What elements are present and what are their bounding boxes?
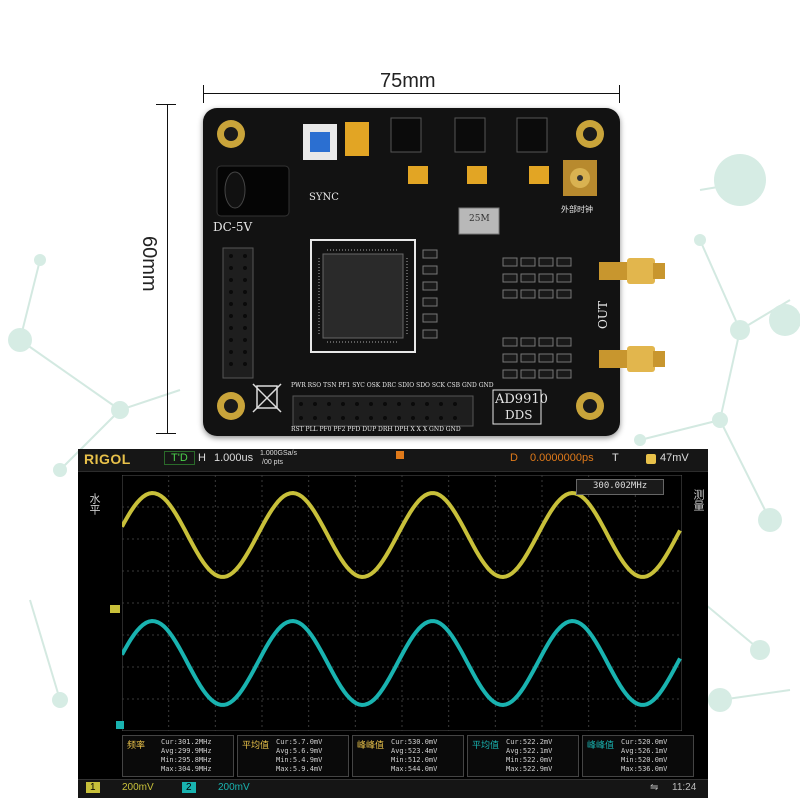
measure-box-1[interactable]: 频率 Cur:301.2MHz Avg:299.9MHz Min:295.8MH… bbox=[122, 735, 234, 777]
oscilloscope-screen: RIGOL T'D H 1.000us 1.000GSa/s /00 pts D… bbox=[78, 449, 708, 798]
clock: 11:24 bbox=[672, 782, 697, 793]
usb-icon: ⇋ bbox=[650, 782, 659, 793]
ch2-marker-icon bbox=[116, 721, 124, 729]
width-tick-right bbox=[619, 85, 620, 103]
ch2-badge[interactable]: 2 bbox=[182, 782, 196, 793]
ch2-scale[interactable]: 200mV bbox=[218, 782, 250, 793]
ch1-badge[interactable]: 1 bbox=[86, 782, 100, 793]
out-label: OUT bbox=[595, 301, 610, 329]
sample-rate: 1.000GSa/s bbox=[260, 450, 297, 457]
brand-logo: RIGOL bbox=[84, 451, 131, 467]
width-dimension-label: 75mm bbox=[380, 70, 436, 92]
trigger-level[interactable]: 47mV bbox=[660, 452, 689, 464]
cursor-readout: 300.002MHz bbox=[593, 481, 648, 491]
channel-1-waveform bbox=[122, 490, 682, 580]
width-dimension-line bbox=[203, 93, 620, 94]
sma-output-top bbox=[599, 258, 669, 284]
ch1-marker-icon bbox=[110, 605, 120, 613]
height-tick-top bbox=[156, 104, 176, 105]
run-mode[interactable]: T'D bbox=[164, 451, 195, 465]
trigger-source-icon bbox=[646, 454, 656, 464]
crystal-label: 25M bbox=[469, 214, 490, 224]
height-tick-bottom bbox=[156, 433, 176, 434]
scope-top-bar: RIGOL T'D H 1.000us 1.000GSa/s /00 pts D… bbox=[78, 449, 708, 472]
measure-box-2[interactable]: 平均值 Cur:5.7.0mV Avg:5.6.9mV Min:5.4.9mV … bbox=[237, 735, 349, 777]
height-dimension-line bbox=[167, 104, 168, 434]
channel-2-waveform bbox=[122, 618, 682, 708]
chip-name-label: AD9910 bbox=[495, 392, 548, 407]
height-dimension-label: 60mm bbox=[138, 236, 160, 292]
measure-box-5[interactable]: 峰峰值 Cur:520.0mV Avg:526.1mV Min:520.0mV … bbox=[582, 735, 694, 777]
waveform-grid bbox=[122, 475, 682, 731]
timebase-value[interactable]: 1.000us bbox=[214, 452, 254, 464]
sync-label: SYNC bbox=[309, 192, 339, 203]
width-tick-left bbox=[203, 85, 204, 103]
horizontal-side-label[interactable]: 水平 bbox=[88, 493, 100, 515]
ch1-scale[interactable]: 200mV bbox=[122, 782, 154, 793]
measure-box-3[interactable]: 峰峰值 Cur:530.0mV Avg:523.4mV Min:512.0mV … bbox=[352, 735, 464, 777]
power-label: DC-5V bbox=[213, 220, 253, 234]
measure-box-4[interactable]: 平均值 Cur:522.2mV Avg:522.1mV Min:522.0mV … bbox=[467, 735, 579, 777]
scope-bottom-bar: 1 200mV 2 200mV ⇋ 11:24 bbox=[78, 779, 708, 798]
ext-clock-label: 外部时钟 bbox=[561, 205, 593, 214]
trigger-label: D bbox=[510, 452, 518, 464]
measurement-panel: 频率 Cur:301.2MHz Avg:299.9MHz Min:295.8MH… bbox=[122, 735, 702, 777]
measure-side-label[interactable]: 测量 bbox=[692, 489, 704, 511]
chip-sub-label: DDS bbox=[505, 408, 533, 422]
ad9910-board: DC-5V SYNC AD9910 DDS OUT 外部时钟 25M PWR R… bbox=[203, 108, 665, 436]
board-artwork bbox=[216, 117, 604, 427]
header-top-labels: PWR RSO TSN PF1 SYC OSK DRC SDIO SDO SCK… bbox=[291, 382, 494, 389]
cursor-readout-box[interactable]: 300.002MHz bbox=[576, 479, 664, 495]
sma-output-bottom bbox=[599, 346, 669, 372]
timebase-label: H bbox=[198, 452, 206, 464]
header-bottom-labels: RST PLL PF0 PF2 PFD DUP DRH DPH X X X GN… bbox=[291, 426, 461, 433]
trigger-type: T bbox=[612, 452, 619, 464]
trigger-position-icon bbox=[396, 451, 404, 459]
mounting-holes bbox=[217, 120, 604, 420]
memory-depth: /00 pts bbox=[262, 459, 284, 466]
trigger-delay[interactable]: 0.0000000ps bbox=[530, 452, 594, 464]
